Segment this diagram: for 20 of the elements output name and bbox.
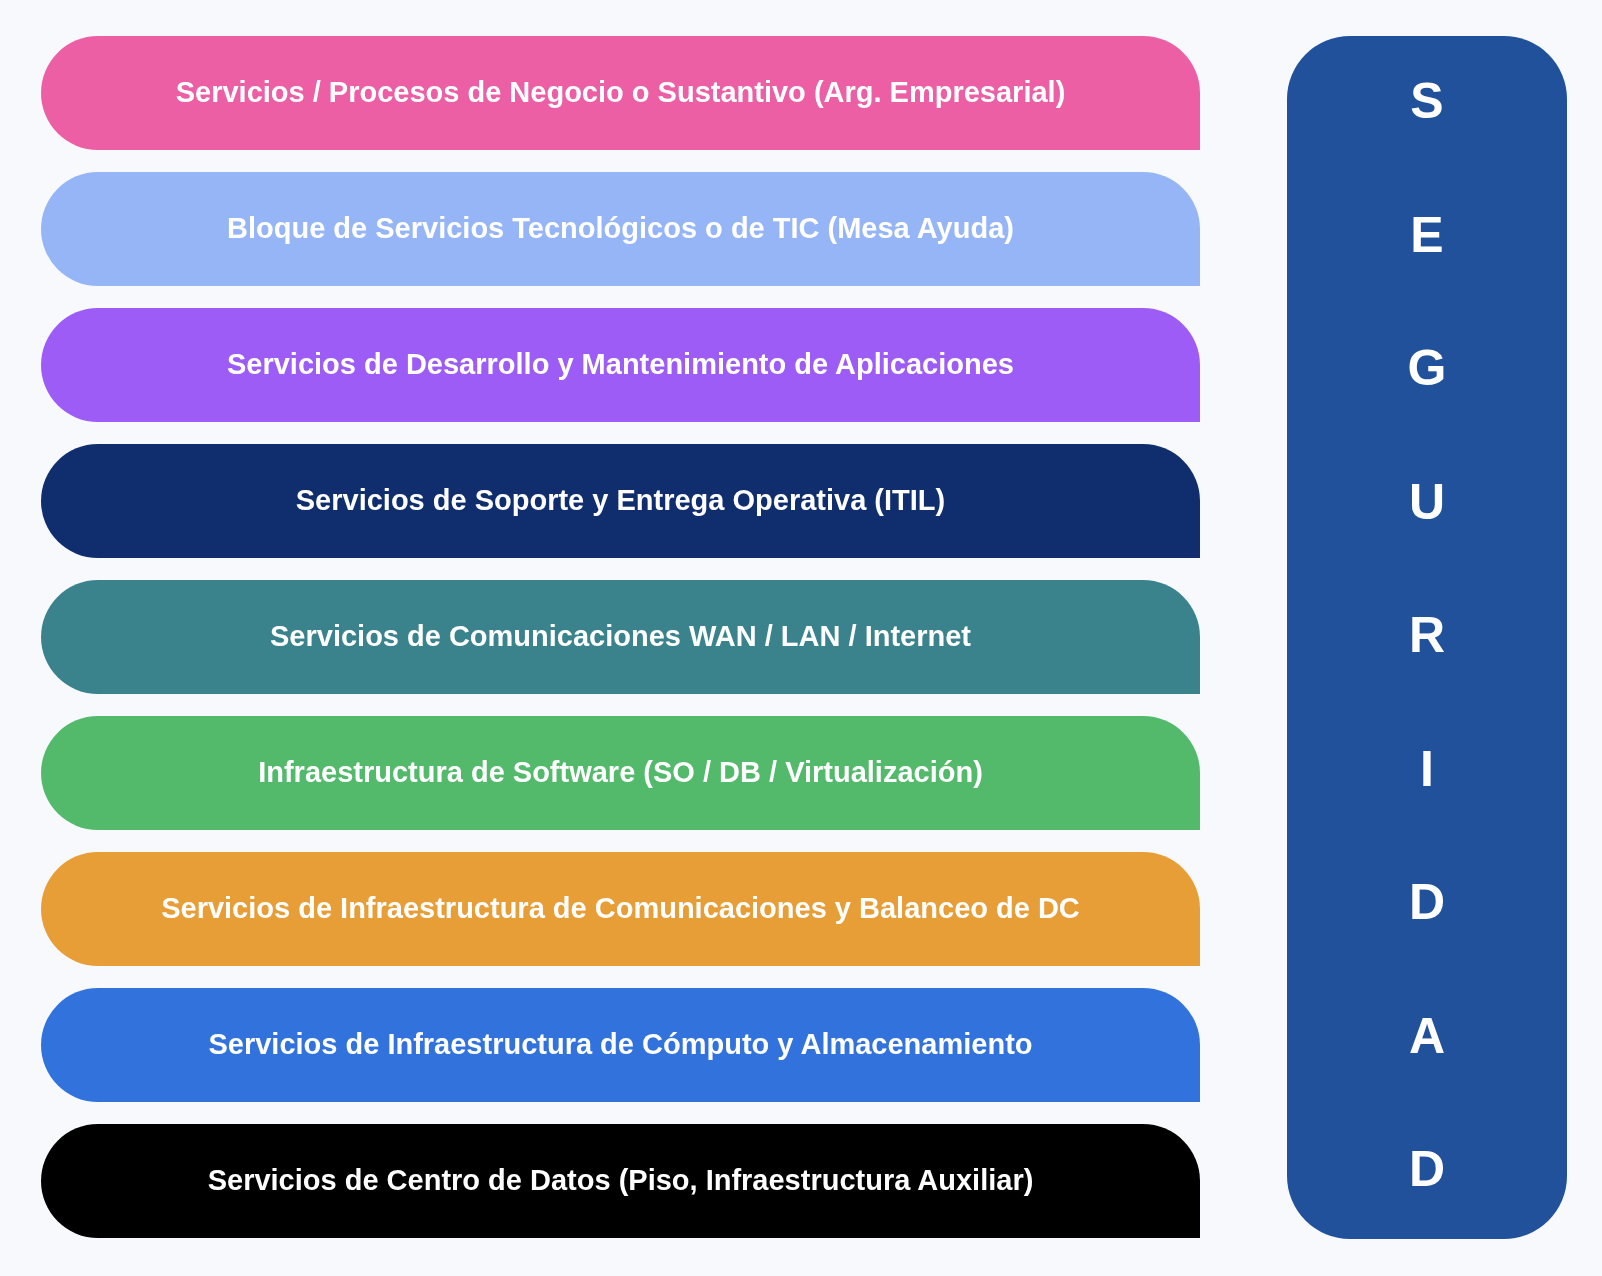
layer-band [41, 444, 1200, 558]
layer-band [41, 172, 1200, 286]
security-bar [1287, 36, 1567, 1239]
layer-label: Bloque de Servicios Tecnológicos o de TIC (Mesa Ayuda) [227, 212, 1014, 246]
layer-label: Servicios de Infraestructura de Comunicaciones y Balanceo de DC [161, 892, 1080, 926]
layer-label: Servicios de Soporte y Entrega Operativa (ITIL) [295, 484, 946, 518]
layer-label: Servicios de Infraestructura de Cómputo y Almacenamiento [208, 1028, 1033, 1062]
layer-band [41, 988, 1200, 1102]
layer-band [41, 716, 1200, 830]
layer-band [41, 308, 1200, 422]
layer-label: Servicios de Comunicaciones WAN / LAN / Internet [270, 620, 971, 654]
layer-band [41, 852, 1200, 966]
layer-band [41, 36, 1200, 150]
vertical-label: SEGURIDAD [1406, 72, 1448, 1200]
layer-label: Servicios / Procesos de Negocio o Sustantivo (Arg. Empresarial) [175, 76, 1066, 110]
layer-label: Servicios de Centro de Datos (Piso, Infraestructura Auxiliar) [207, 1164, 1034, 1198]
layer-band [41, 1124, 1200, 1238]
layer-band [41, 580, 1200, 694]
layer-label: Servicios de Desarrollo y Mantenimiento de Aplicaciones [227, 348, 1014, 382]
layer-label: Infraestructura de Software (SO / DB / Virtualización) [258, 756, 983, 790]
